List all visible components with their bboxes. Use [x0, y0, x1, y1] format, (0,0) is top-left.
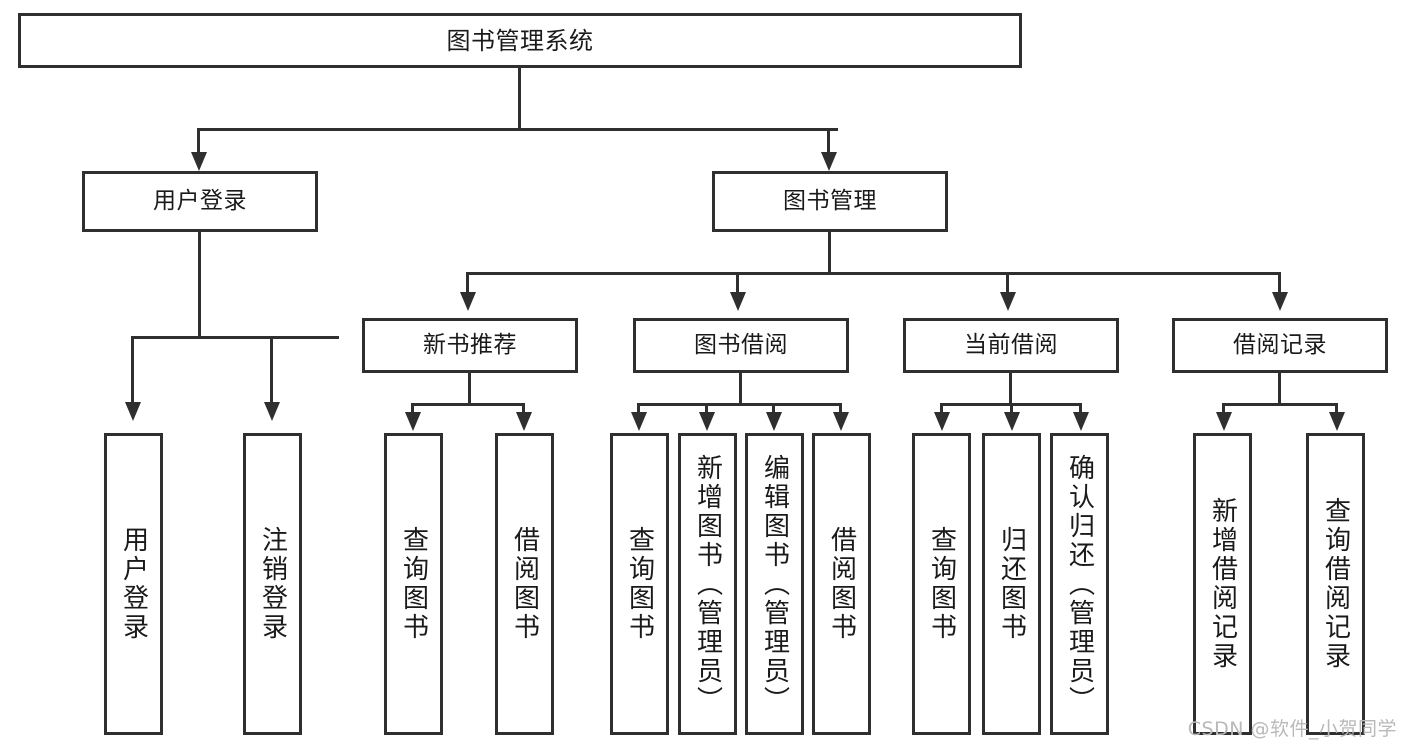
connector-current-borrow-drop-2	[1010, 403, 1013, 415]
node-label: 借阅图书	[509, 526, 540, 642]
arrow-head-to-leaf-query-book-3	[934, 412, 950, 431]
node-label: 新书推荐	[423, 332, 517, 358]
connector-book-manage-drop-2	[736, 272, 739, 295]
node-label: 查询图书	[624, 526, 655, 642]
node-leaf-query-borrow-record[interactable]: 查询借阅记录	[1306, 433, 1365, 735]
node-borrowing-record[interactable]: 借阅记录	[1172, 318, 1388, 373]
arrow-head-to-book-borrow	[730, 292, 746, 311]
node-leaf-edit-book-admin[interactable]: 编辑图书（管理员）	[745, 433, 804, 735]
node-label: 借阅记录	[1233, 332, 1327, 358]
connector-book-manage-drop-3	[1006, 272, 1009, 295]
connector-book-borrow-stem	[739, 373, 742, 406]
connector-root-drop-left	[197, 128, 200, 155]
node-root-book-management-system[interactable]: 图书管理系统	[18, 13, 1022, 68]
arrow-head-to-current-borrow	[1000, 292, 1016, 311]
node-leaf-query-book-borrow[interactable]: 查询图书	[610, 433, 669, 735]
connector-book-borrow-drop-4	[839, 403, 842, 415]
node-leaf-borrow-book-new-rec[interactable]: 借阅图书	[495, 433, 554, 735]
node-leaf-query-book-new-rec[interactable]: 查询图书	[384, 433, 443, 735]
connector-book-manage-bus	[466, 272, 1278, 275]
arrow-head-to-leaf-confirm-return	[1073, 412, 1089, 431]
arrow-head-to-leaf-query-book-2	[631, 412, 647, 431]
arrow-head-to-borrow-record	[1272, 292, 1288, 311]
connector-book-manage-drop-4	[1278, 272, 1281, 295]
connector-new-book-rec-drop-1	[411, 403, 414, 415]
node-leaf-logout-login[interactable]: 注销登录	[243, 433, 302, 735]
arrow-head-to-leaf-return-book	[1004, 412, 1020, 431]
node-current-borrowing[interactable]: 当前借阅	[903, 318, 1119, 373]
node-label: 查询图书	[926, 526, 957, 642]
node-leaf-user-login[interactable]: 用户登录	[104, 433, 163, 735]
arrow-head-to-leaf-borrow-book-1	[516, 412, 532, 431]
connector-current-borrow-drop-3	[1079, 403, 1082, 415]
node-leaf-add-borrow-record[interactable]: 新增借阅记录	[1193, 433, 1252, 735]
node-leaf-query-book-current[interactable]: 查询图书	[912, 433, 971, 735]
connector-root-stem	[518, 68, 521, 130]
node-leaf-confirm-return-admin[interactable]: 确认归还（管理员）	[1050, 433, 1109, 735]
node-label: 图书管理	[783, 188, 877, 214]
node-label: 用户登录	[153, 188, 247, 214]
node-label: 确认归还（管理员）	[1064, 453, 1095, 715]
node-label: 注销登录	[257, 526, 288, 642]
connector-user-login-drop-1	[131, 336, 134, 404]
connector-borrow-record-drop-1	[1222, 403, 1225, 415]
node-label: 编辑图书（管理员）	[759, 453, 790, 715]
arrow-head-to-book-manage	[821, 152, 837, 171]
node-label: 查询借阅记录	[1320, 497, 1351, 671]
arrow-head-to-leaf-edit-book	[766, 412, 782, 431]
connector-current-borrow-drop-1	[940, 403, 943, 415]
arrow-head-to-leaf-logout-login	[264, 402, 280, 421]
node-label: 归还图书	[996, 526, 1027, 642]
connector-borrow-record-drop-2	[1335, 403, 1338, 415]
arrow-head-to-leaf-borrow-book-2	[833, 412, 849, 431]
node-book-management[interactable]: 图书管理	[712, 171, 948, 232]
connector-book-borrow-drop-3	[772, 403, 775, 415]
arrow-head-to-leaf-query-record	[1329, 412, 1345, 431]
arrow-head-to-leaf-user-login	[125, 402, 141, 421]
arrow-head-to-leaf-add-record	[1216, 412, 1232, 431]
arrow-head-to-leaf-add-book	[699, 412, 715, 431]
node-leaf-add-book-admin[interactable]: 新增图书（管理员）	[678, 433, 737, 735]
node-leaf-return-book[interactable]: 归还图书	[982, 433, 1041, 735]
arrow-head-to-new-book-rec	[460, 292, 476, 311]
watermark-text: CSDN @软件_小贺同学	[1187, 718, 1397, 740]
node-label: 用户登录	[118, 526, 149, 642]
connector-book-borrow-drop-1	[637, 403, 640, 415]
connector-borrow-record-stem	[1278, 373, 1281, 406]
connector-user-login-stem	[198, 232, 201, 339]
node-leaf-borrow-book-borrow[interactable]: 借阅图书	[812, 433, 871, 735]
node-label: 查询图书	[398, 526, 429, 642]
arrow-head-to-user-login	[191, 152, 207, 171]
connector-current-borrow-stem	[1009, 373, 1012, 406]
node-label: 新增借阅记录	[1207, 497, 1238, 671]
node-user-login[interactable]: 用户登录	[82, 171, 318, 232]
connector-new-book-rec-drop-2	[522, 403, 525, 415]
connector-book-manage-drop-1	[466, 272, 469, 295]
connector-root-bus	[197, 128, 838, 131]
connector-book-borrow-drop-2	[705, 403, 708, 415]
connector-book-borrow-bus	[637, 403, 842, 406]
node-label: 图书管理系统	[446, 26, 594, 55]
node-label: 借阅图书	[826, 526, 857, 642]
node-new-book-recommendation[interactable]: 新书推荐	[362, 318, 578, 373]
arrow-head-to-leaf-query-book-1	[405, 412, 421, 431]
connector-user-login-bus	[131, 336, 339, 339]
connector-new-book-rec-bus	[411, 403, 525, 406]
node-label: 当前借阅	[964, 332, 1058, 358]
connector-user-login-drop-2	[270, 336, 273, 404]
connector-new-book-rec-stem	[468, 373, 471, 406]
node-label: 新增图书（管理员）	[692, 453, 723, 715]
node-label: 图书借阅	[694, 332, 788, 358]
connector-book-manage-stem	[828, 232, 831, 275]
connector-borrow-record-bus	[1222, 403, 1338, 406]
node-book-borrowing[interactable]: 图书借阅	[633, 318, 849, 373]
connector-root-drop-right	[827, 128, 830, 155]
